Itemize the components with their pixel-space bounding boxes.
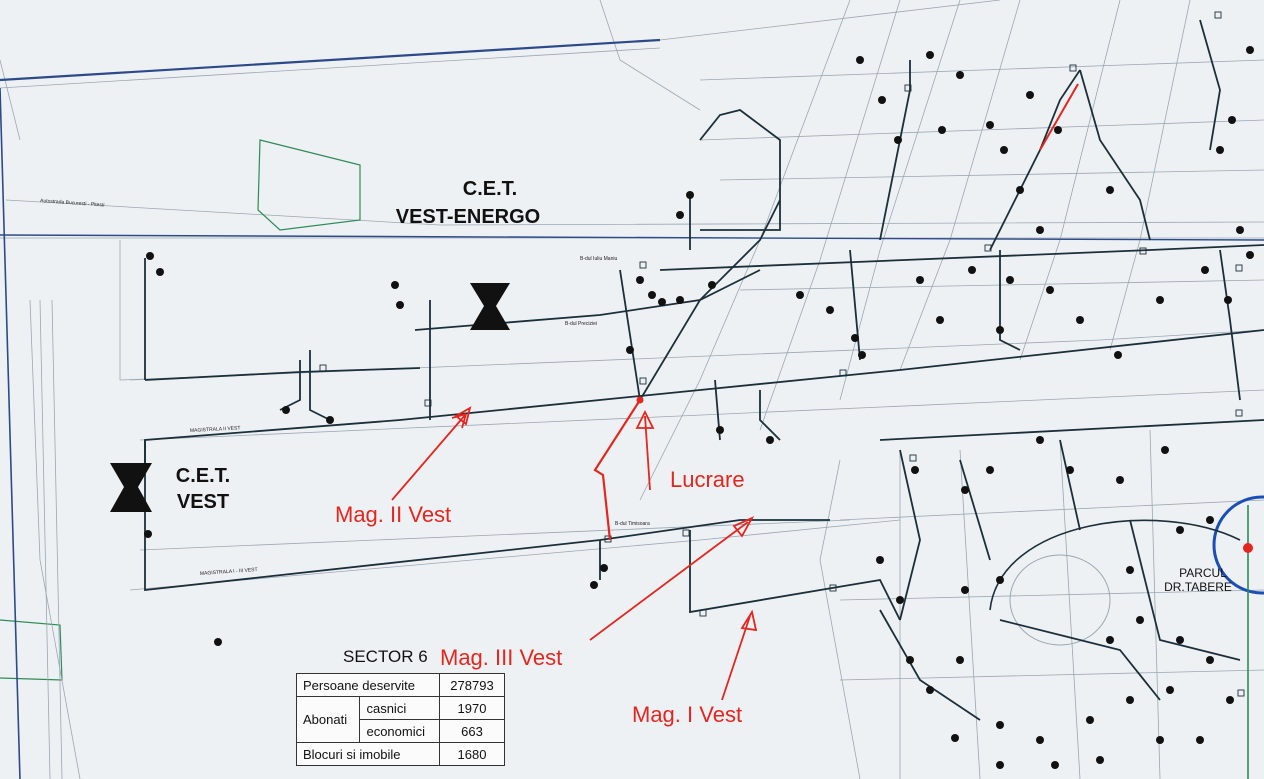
sector-stats-table: Persoane deservite 278793 Abonati casnic… [295, 673, 505, 766]
table-row: Abonati casnici 1970 [295, 696, 505, 743]
street-magistrala-label: MAGISTRALA I - III VEST [200, 567, 258, 577]
street-preciziei: B-dul Preciziei [565, 321, 597, 327]
consumer-nodes [144, 46, 1254, 769]
annotation-mag-i-vest: Mag. I Vest [632, 702, 742, 727]
street-iuliu-maniu: B-dul Iuliu Maniu [580, 256, 617, 262]
casnici-label: casnici [359, 696, 440, 720]
park-label-line2: DR.TABERE [1164, 580, 1232, 594]
blocuri-label: Blocuri si imobile [296, 742, 440, 766]
cet-vest-energo-line2: VEST-ENERGO [396, 206, 540, 228]
cet-vest-energo-line1: C.E.T. [463, 178, 517, 200]
street-magistrala-ii-label: MAGISTRALA II VEST [190, 425, 241, 434]
cet-vest-line2: VEST [177, 491, 229, 513]
lucrare-route [593, 399, 641, 541]
street-autostrada: Autostrada Bucuresti - Pitesti [40, 198, 105, 208]
persoane-value: 278793 [439, 673, 505, 697]
economici-label: economici [359, 719, 440, 743]
red-marker [1243, 543, 1253, 553]
table-row: Blocuri si imobile 1680 [296, 742, 505, 766]
abonati-label: Abonati [295, 696, 361, 743]
sector-title: SECTOR 6 [343, 647, 428, 666]
table-row: Persoane deservite 278793 [296, 673, 505, 697]
park-inner-ring [1009, 554, 1111, 646]
casnici-value: 1970 [439, 696, 505, 720]
street-timisoara: B-dul Timisoara [615, 521, 650, 527]
main-roads [0, 38, 1264, 779]
annotation-arrows [391, 406, 758, 701]
annotation-mag-iii-vest: Mag. III Vest [440, 645, 562, 670]
red-section-mark [1039, 83, 1079, 151]
annotation-mag-ii-vest: Mag. II Vest [335, 502, 451, 527]
cet-vest-energo-symbol [470, 283, 510, 330]
table-row: economici 663 [297, 719, 505, 743]
economici-value: 663 [439, 719, 505, 743]
ring-road [1212, 495, 1264, 595]
cet-vest-line1: C.E.T. [176, 465, 230, 487]
substation-markers [319, 11, 1245, 697]
annotation-lucrare: Lucrare [670, 467, 745, 492]
cet-vest-symbol [110, 463, 152, 512]
lucrare-point [636, 396, 644, 404]
blocuri-value: 1680 [439, 742, 505, 766]
park-label-line1: PARCUL [1179, 566, 1227, 580]
persoane-label: Persoane deservite [296, 673, 440, 697]
